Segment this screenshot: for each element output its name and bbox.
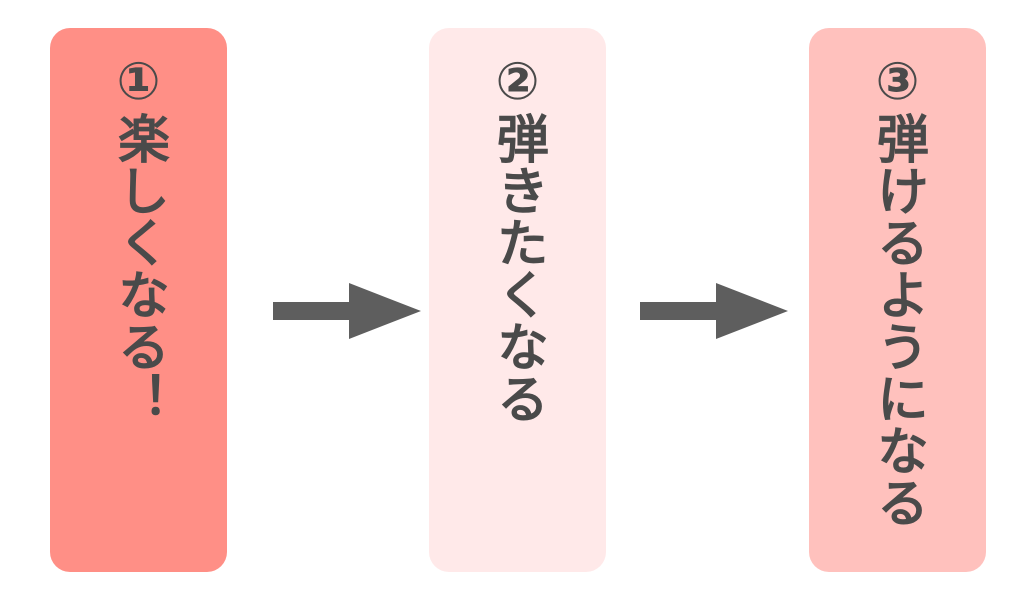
step-3-label: ③弾けるようになる — [867, 52, 928, 528]
right-arrow-icon-shape — [640, 283, 788, 339]
right-arrow-icon-shape — [273, 283, 421, 339]
right-arrow-icon — [640, 283, 788, 339]
step-2-label: ②弾きたくなる — [487, 52, 548, 424]
step-1-box: ①楽しくなる！ — [50, 28, 227, 572]
right-arrow-icon — [273, 283, 421, 339]
step-1-label: ①楽しくなる！ — [108, 52, 169, 424]
step-2-box: ②弾きたくなる — [429, 28, 606, 572]
step-3-box: ③弾けるようになる — [809, 28, 986, 572]
